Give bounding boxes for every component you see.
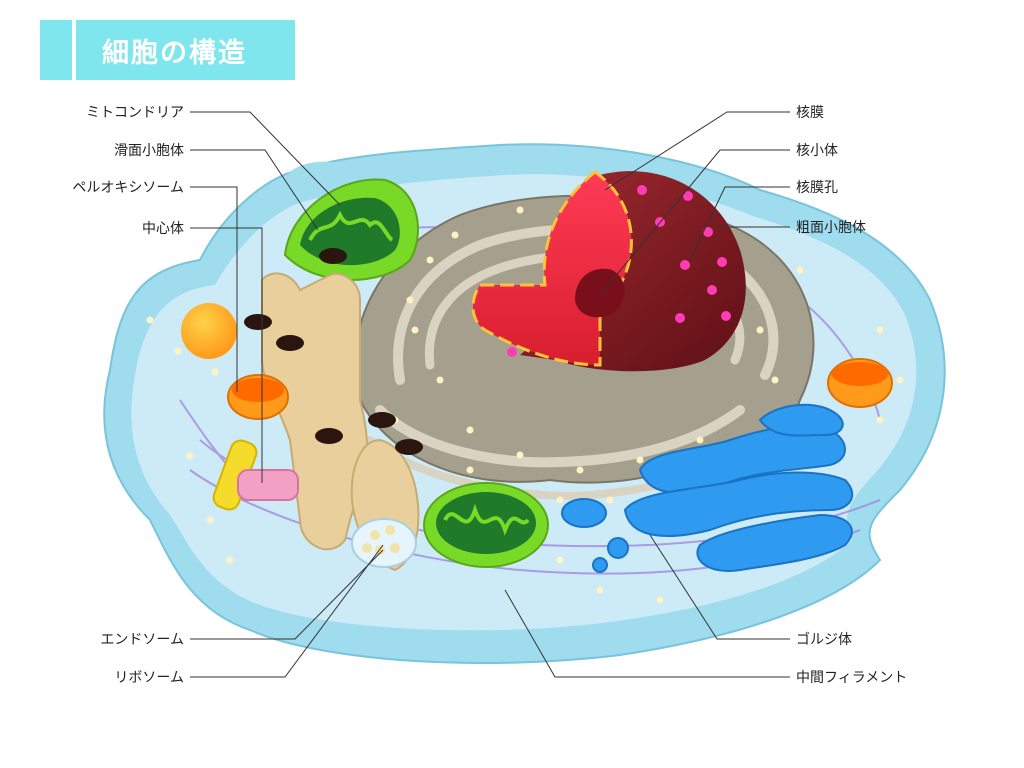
label-intermediate-filament: 中間フィラメント — [796, 670, 907, 686]
peroxisome-left — [181, 303, 237, 359]
label-golgi: ゴルジ体 — [796, 631, 852, 648]
endosome — [351, 518, 417, 568]
leader-lines — [190, 111, 790, 678]
golgi-vesicles — [561, 498, 629, 573]
label-peroxisome: ペルオキシソーム — [72, 180, 184, 196]
labels: ミトコンドリア 滑面小胞体 ペルオキシソーム 中心体 エンドソーム リボソーム … — [72, 105, 907, 686]
label-smooth-er: 滑面小胞体 — [114, 142, 184, 159]
label-nuclear-pore: 核膜孔 — [796, 180, 838, 196]
page-title: 細胞の構造 — [76, 20, 295, 80]
mitochondrion-upper — [283, 178, 419, 281]
label-endosome: エンドソーム — [100, 632, 184, 648]
nucleus — [471, 170, 746, 372]
label-nucleolus: 核小体 — [796, 143, 838, 159]
mitochondrion-lower — [423, 482, 549, 568]
label-ribosome: リボソーム — [114, 670, 184, 686]
label-nuclear-envelope: 核膜 — [796, 105, 824, 121]
label-rough-er: 粗面小胞体 — [796, 220, 866, 236]
label-mitochondria: ミトコンドリア — [86, 105, 184, 121]
label-centrosome: 中心体 — [142, 221, 184, 237]
title-accent-bar — [40, 20, 72, 80]
free-ribosomes — [146, 256, 904, 604]
lysosome-left — [227, 374, 289, 420]
membrane-bump — [280, 161, 360, 185]
golgi-apparatus — [623, 403, 854, 572]
title-block: 細胞の構造 — [40, 20, 295, 80]
centrosome — [212, 439, 299, 511]
lysosome-right — [827, 358, 893, 408]
